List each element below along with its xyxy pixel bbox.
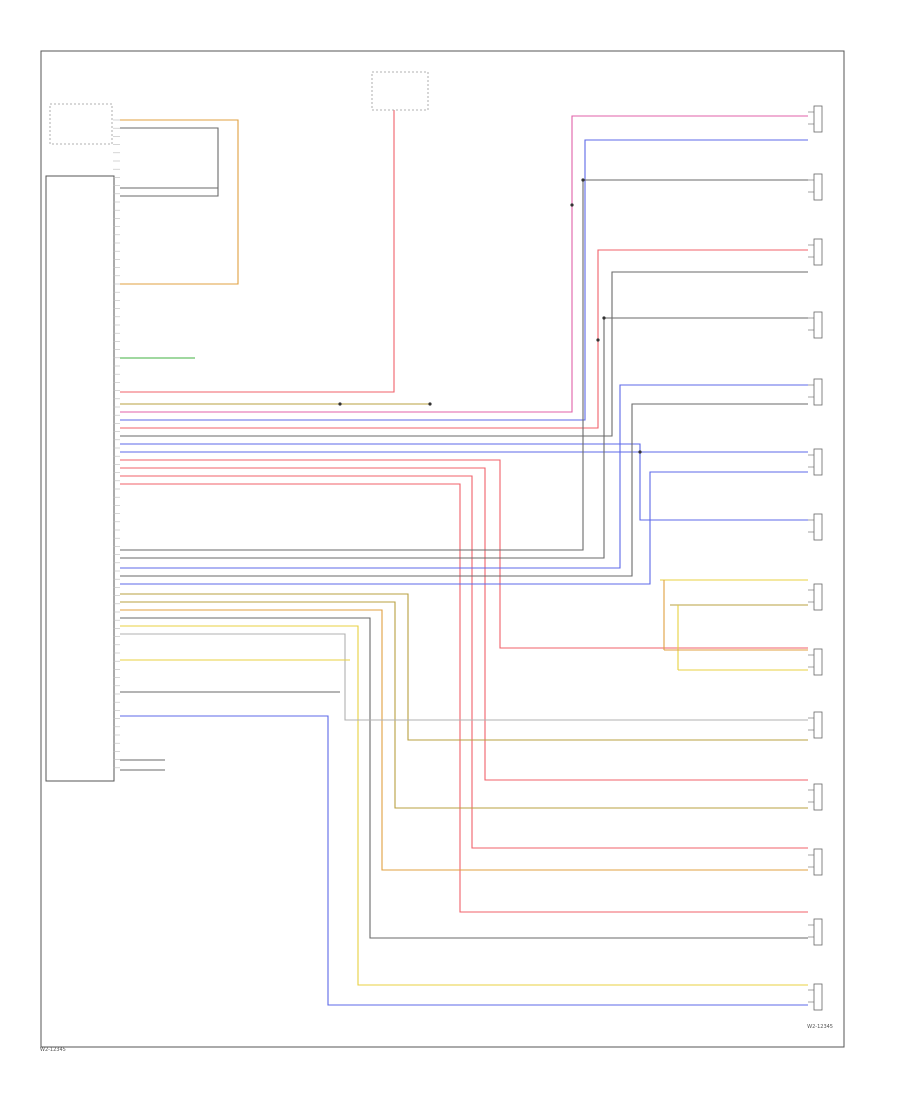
connector-12 xyxy=(813,918,823,946)
wire-15 xyxy=(120,483,808,913)
wire-24 xyxy=(120,617,808,939)
wire-9 xyxy=(120,271,808,437)
wire-12 xyxy=(120,459,808,649)
splice-5 xyxy=(338,402,342,406)
connector-3 xyxy=(813,311,823,339)
wires xyxy=(120,110,808,1006)
wire-8 xyxy=(120,249,808,429)
wire-17 xyxy=(120,317,808,559)
connector-0 xyxy=(813,105,823,133)
wire-14 xyxy=(120,475,808,849)
splice-5 xyxy=(428,402,432,406)
splice-38 xyxy=(581,178,585,182)
wire-26 xyxy=(120,633,808,721)
diagram-code: W2-12345 xyxy=(807,1024,833,1030)
wire-16 xyxy=(120,179,808,551)
fuse-box xyxy=(371,71,429,111)
wire-18 xyxy=(120,384,808,569)
control-module-box xyxy=(45,175,115,782)
connector-8 xyxy=(813,648,823,676)
splice-38 xyxy=(596,338,600,342)
wire-21 xyxy=(120,593,808,741)
wire-22 xyxy=(120,601,808,809)
connector-1 xyxy=(813,173,823,201)
connector-10 xyxy=(813,783,823,811)
suspension-unit-box xyxy=(49,103,113,145)
wire-20 xyxy=(120,471,808,585)
splice-38 xyxy=(638,450,642,454)
splice-38 xyxy=(570,203,574,207)
wire-29 xyxy=(120,715,808,1006)
wire-0 xyxy=(120,119,239,285)
wire-23 xyxy=(120,609,808,871)
wire-19 xyxy=(120,403,808,577)
wire-7 xyxy=(120,139,808,421)
connector-11 xyxy=(813,848,823,876)
page-code: W2-12345 xyxy=(40,1047,66,1053)
wire-1 xyxy=(120,127,219,197)
diagram-frame xyxy=(40,50,845,1048)
connector-5 xyxy=(813,448,823,476)
connector-7 xyxy=(813,583,823,611)
wire-25 xyxy=(120,625,808,986)
components xyxy=(45,71,823,1011)
wire-6 xyxy=(120,115,808,413)
connector-9 xyxy=(813,711,823,739)
connector-13 xyxy=(813,983,823,1011)
splice-38 xyxy=(602,316,606,320)
wire-3 xyxy=(120,110,395,393)
connector-2 xyxy=(813,238,823,266)
wire-13 xyxy=(120,467,808,781)
wire-10 xyxy=(120,443,808,521)
connector-6 xyxy=(813,513,823,541)
connector-4 xyxy=(813,378,823,406)
